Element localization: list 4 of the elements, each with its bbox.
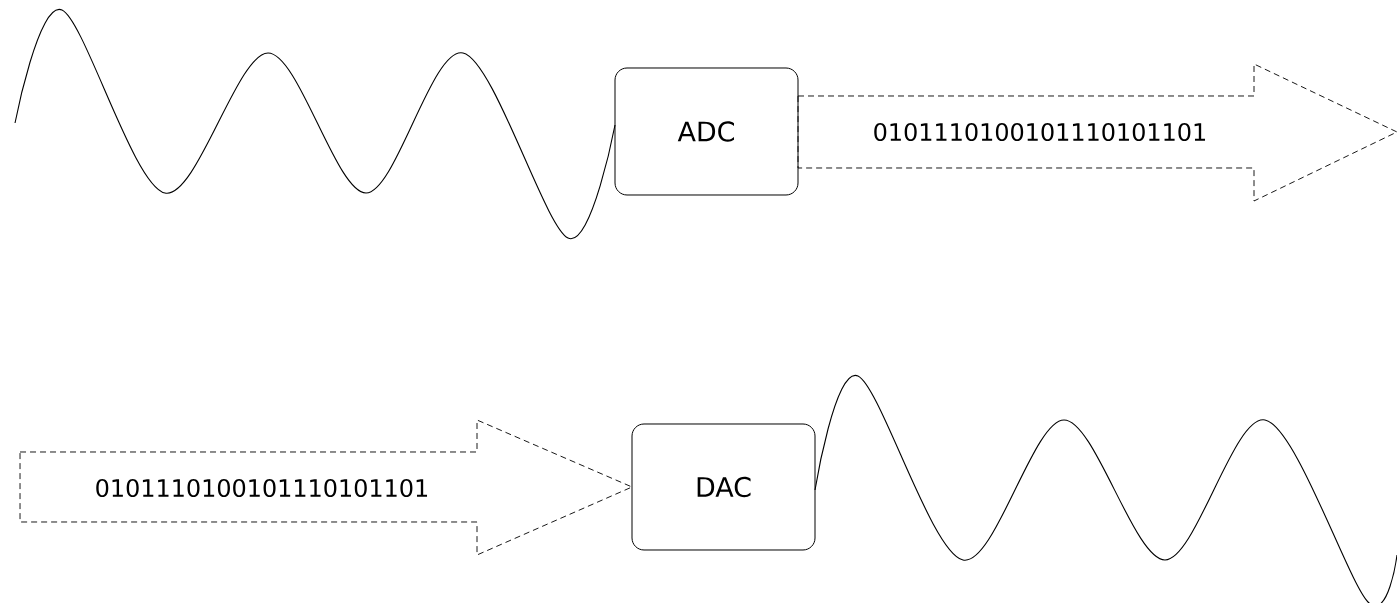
process-box: ADC: [614, 67, 799, 196]
sine-wave-drawing: [814, 375, 1397, 603]
process-box: DAC: [631, 423, 816, 551]
sine-wave-drawing: [14, 9, 616, 239]
